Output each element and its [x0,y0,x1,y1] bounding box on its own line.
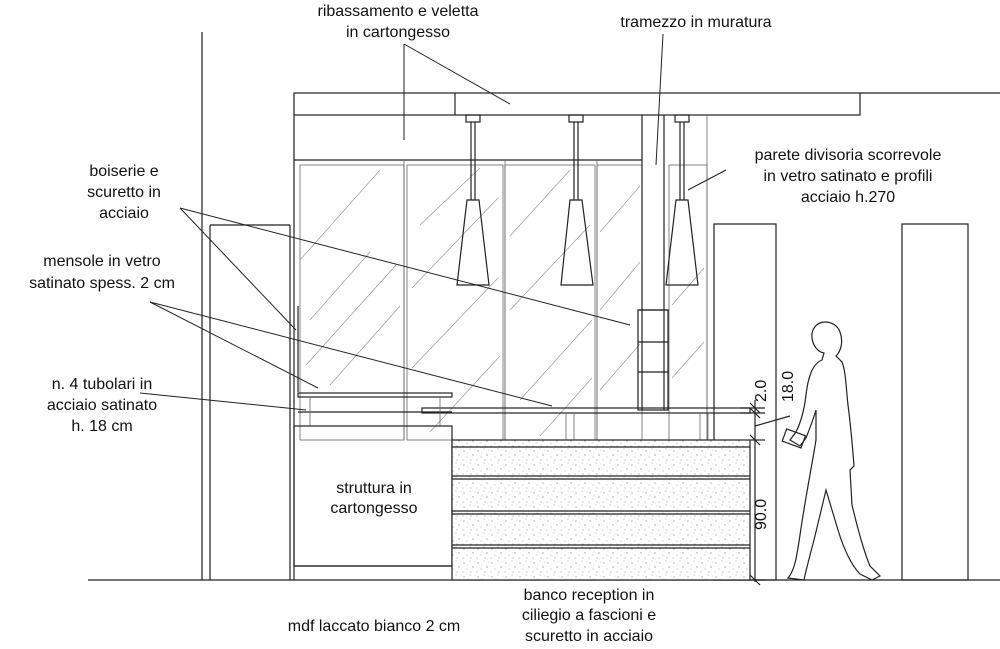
dim-tube-height: 18.0 [780,371,797,402]
handbag [781,428,807,449]
pendant-lamp-3 [665,114,699,286]
label-boiserie-line3: acciaio [99,205,149,222]
label-shelves-line2: satinato spess. 2 cm [29,275,175,292]
label-shelves-line1: mensole in vetro [43,253,160,270]
masonry-partition [637,115,669,411]
reception-desk [451,439,751,581]
label-structure-line2: cartongesso [330,500,417,517]
label-sliding-wall-line2: in vetro satinato e profili [764,168,933,185]
pendant-lamp-1 [456,114,490,286]
dim-shelf-thickness: 2.0 [753,380,770,402]
label-desk-line3: scuretto in acciaio [525,628,653,645]
label-mdf: mdf laccato bianco 2 cm [288,618,461,635]
dim-desk-height: 90.0 [753,499,770,530]
label-desk-line1: banco reception in [524,587,655,604]
label-boiserie-line2: scuretto in [87,184,161,201]
label-sliding-wall-line1: parete divisoria scorrevole [755,147,942,164]
label-sliding-wall-line3: acciaio h.270 [801,189,895,206]
pendant-lamp-2 [560,114,594,286]
door-opening-2 [901,223,969,581]
dimension-chain [740,400,791,586]
glass-partition [299,115,708,441]
label-partition: tramezzo in muratura [620,14,771,31]
label-desk-line2: ciliegio a fascioni e [522,607,656,624]
human-figure [786,321,882,581]
label-structure-line1: struttura in [336,480,412,497]
label-tubes-line2: acciaio satinato [47,397,157,414]
shelves [297,392,751,440]
label-tubes-line1: n. 4 tubolari in [52,376,153,393]
leader-lines [139,33,727,411]
label-tubes-line3: h. 18 cm [71,418,132,435]
ceiling-drop [293,92,861,116]
label-ceiling-line2: in cartongesso [346,24,450,41]
label-ceiling-line1: ribassamento e veletta [318,3,479,20]
label-boiserie-line1: boiserie e [89,163,158,180]
